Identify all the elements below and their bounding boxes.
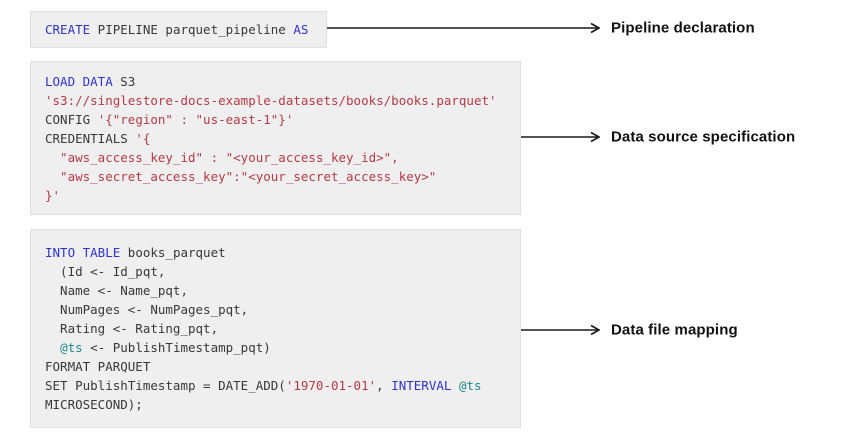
- code-line: CREDENTIALS '{: [45, 129, 506, 148]
- code-token-plain: books_parquet: [120, 245, 226, 260]
- code-token-plain: SET PublishTimestamp = DATE_ADD(: [45, 378, 286, 393]
- code-line: SET PublishTimestamp = DATE_ADD('1970-01…: [45, 376, 506, 395]
- code-token-plain: CONFIG: [45, 112, 98, 127]
- code-line: MICROSECOND);: [45, 395, 506, 414]
- code-token-plain: MICROSECOND);: [45, 397, 143, 412]
- right-arrow-icon: [521, 324, 600, 336]
- code-token-keyword: LOAD DATA: [45, 74, 113, 89]
- code-line: }': [45, 186, 506, 205]
- code-token-plain: CREDENTIALS: [45, 131, 136, 146]
- right-arrow-icon: [521, 131, 600, 143]
- code-block-pipeline-declaration: CREATE PIPELINE parquet_pipeline AS: [30, 11, 327, 48]
- code-token-plain: [451, 378, 459, 393]
- code-line: 's3://singlestore-docs-example-datasets/…: [45, 91, 506, 110]
- code-line: NumPages <- NumPages_pqt,: [45, 300, 506, 319]
- code-line: FORMAT PARQUET: [45, 357, 506, 376]
- annotation-label-pipeline-declaration: Pipeline declaration: [611, 19, 755, 37]
- code-line: "aws_access_key_id" : "<your_access_key_…: [45, 148, 506, 167]
- code-token-keyword: INTERVAL: [391, 378, 452, 393]
- code-line: CREATE PIPELINE parquet_pipeline AS: [45, 20, 312, 39]
- code-line: (Id <- Id_pqt,: [45, 262, 506, 281]
- code-token-plain: <- PublishTimestamp_pqt): [82, 340, 271, 355]
- code-block-data-file-mapping: INTO TABLE books_parquet (Id <- Id_pqt, …: [30, 229, 521, 428]
- code-token-string: 's3://singlestore-docs-example-datasets/…: [45, 93, 497, 108]
- code-token-keyword: CREATE: [45, 22, 91, 37]
- code-token-plain: FORMAT PARQUET: [45, 359, 151, 374]
- annotation-label-data-source-specification: Data source specification: [611, 128, 796, 146]
- code-line: Rating <- Rating_pqt,: [45, 319, 506, 338]
- code-line: INTO TABLE books_parquet: [45, 243, 506, 262]
- code-token-string: }': [45, 188, 61, 203]
- code-line: CONFIG '{"region" : "us-east-1"}': [45, 110, 506, 129]
- code-line: "aws_secret_access_key":"<your_secret_ac…: [45, 167, 506, 186]
- code-line: LOAD DATA S3: [45, 72, 506, 91]
- code-token-plain: (Id <- Id_pqt,: [45, 264, 166, 279]
- code-token-string: "aws_secret_access_key":"<your_secret_ac…: [45, 169, 437, 184]
- code-token-variable: @ts: [458, 378, 482, 393]
- annotation-label-data-file-mapping: Data file mapping: [611, 321, 738, 339]
- code-block-data-source-specification: LOAD DATA S3 's3://singlestore-docs-examp…: [30, 61, 521, 215]
- code-token-plain: ,: [376, 378, 392, 393]
- code-token-plain: Name <- Name_pqt,: [45, 283, 188, 298]
- code-line: Name <- Name_pqt,: [45, 281, 506, 300]
- code-token-plain: PIPELINE parquet_pipeline: [90, 22, 294, 37]
- code-token-string: '1970-01-01': [285, 378, 377, 393]
- code-token-variable: @ts: [60, 340, 83, 355]
- code-token-string: '{"region" : "us-east-1"}': [97, 112, 294, 127]
- code-token-plain: Rating <- Rating_pqt,: [45, 321, 219, 336]
- code-token-plain: NumPages <- NumPages_pqt,: [45, 302, 249, 317]
- code-token-keyword: AS: [293, 22, 309, 37]
- code-token-plain: [45, 340, 60, 355]
- code-token-string: '{: [135, 131, 151, 146]
- code-token-keyword: INTO TABLE: [45, 245, 121, 260]
- code-token-string: "aws_access_key_id" : "<your_access_key_…: [45, 150, 399, 165]
- code-token-plain: S3: [112, 74, 136, 89]
- right-arrow-icon: [327, 22, 600, 34]
- code-line: @ts <- PublishTimestamp_pqt): [45, 338, 506, 357]
